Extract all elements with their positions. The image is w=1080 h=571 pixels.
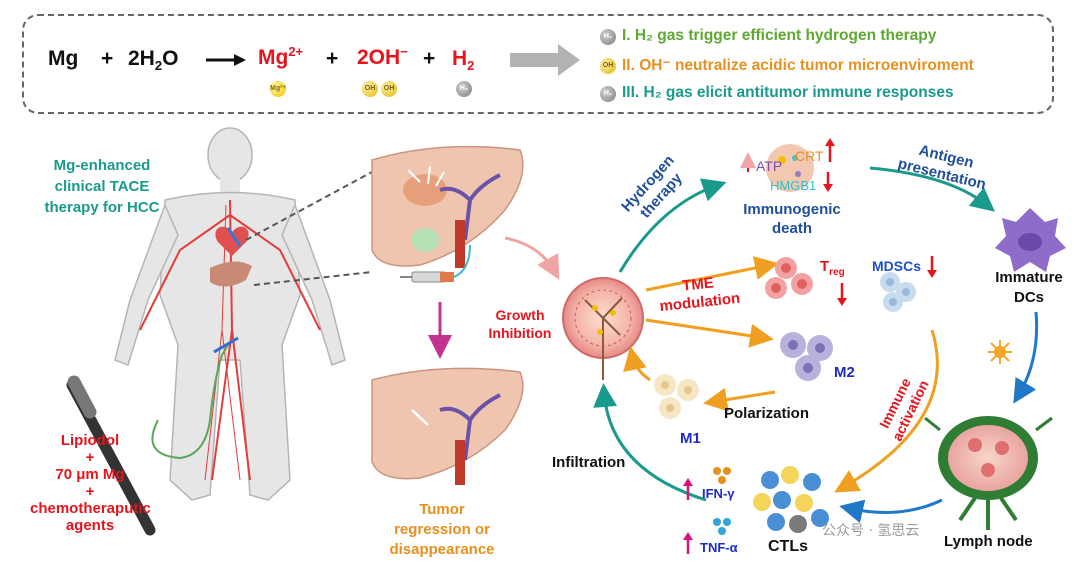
magnesium-ion-icon: Mg²⁺ — [270, 81, 286, 97]
eq-hydroxide: 2OH− — [357, 44, 408, 69]
tnf-up-arrow — [683, 532, 693, 554]
eq-water: 2H2O — [128, 47, 179, 74]
eq-mg: Mg — [48, 47, 79, 70]
hydrogen-molecule-icon: H₂ — [456, 81, 472, 97]
treg-label: Treg — [820, 258, 845, 278]
benefit-immune-response: III. H₂ gas elicit antitumor immune resp… — [622, 84, 954, 101]
hydroxide-ion-icon: OH — [362, 81, 378, 97]
heart-icon — [215, 226, 249, 256]
equation-box — [22, 14, 1054, 114]
mdscs-label: MDSCs — [872, 258, 922, 274]
immunogenic-death-label: Immunogenic death — [743, 201, 841, 237]
immunogenic-death-cell — [766, 144, 814, 192]
dc-to-lymph-arrow — [1013, 311, 1039, 404]
polarization-label: Polarization — [724, 405, 810, 422]
treg-down-arrow — [837, 283, 847, 306]
liver-treated-icon — [371, 145, 524, 268]
crt-label: CRT — [795, 148, 824, 164]
ifn-gamma-icon — [713, 467, 731, 484]
zoom-lines — [245, 171, 373, 286]
eq-plus-2: + — [326, 47, 339, 70]
m1-to-tumor-arrow — [623, 346, 651, 382]
immature-dcs-label: Immature DCs — [995, 269, 1063, 306]
mdscs-down-arrow — [927, 256, 937, 278]
m2-macrophage-cells — [780, 332, 833, 381]
tumor-icon — [562, 277, 644, 380]
lymph-node-icon — [924, 416, 1053, 530]
body-liver-icon — [210, 261, 252, 287]
m1-label: M1 — [680, 430, 701, 447]
mdsc-cells — [880, 272, 916, 312]
human-body-figure — [114, 127, 346, 501]
ctls-label: CTLs — [768, 538, 808, 555]
ifn-up-arrow — [683, 478, 693, 500]
lymph-node-label: Lymph node — [944, 533, 1033, 550]
eq-mg-ion: Mg2+ — [258, 44, 304, 69]
m2-label: M2 — [834, 364, 855, 381]
hmgb1-label: HMGB1 — [770, 178, 817, 193]
eq-h2: H2 — [452, 47, 475, 74]
crt-up-arrow — [825, 138, 835, 162]
benefit-hydrogen-therapy: I. H₂ gas trigger efficient hydrogen the… — [622, 27, 937, 44]
immature-dc-cell — [995, 208, 1066, 272]
tnf-alpha-label: TNF-α — [700, 540, 738, 555]
syringe-icon — [400, 244, 471, 283]
infiltration-arrow — [593, 383, 707, 502]
catheter — [66, 336, 239, 536]
mature-dc-icon — [988, 340, 1012, 364]
watermark: 公众号 · 氢思云 — [822, 523, 920, 539]
m1-macrophage-cells — [654, 374, 699, 419]
liver-to-tumor-arrow — [504, 236, 560, 280]
eq-plus-1: + — [101, 47, 114, 70]
hydrogen-molecule-icon: H₂ — [600, 29, 616, 45]
benefit-neutralize-acidity: II. OH⁻ neutralize acidic tumor microenv… — [622, 57, 974, 74]
tme-to-treg-arrow — [645, 256, 779, 292]
atp-label: ATP — [756, 158, 783, 174]
therapy-title: Mg-enhanced clinical TACE therapy for HC… — [44, 157, 160, 216]
injection-composition: Lipiodol + 70 μm Mg + chemotheraputic ag… — [30, 432, 151, 534]
hydrogen-molecule-icon: H₂ — [600, 86, 616, 102]
hydrogen-therapy-arrow — [618, 178, 727, 273]
treg-cells — [765, 257, 813, 299]
tme-to-m2-arrow — [645, 318, 774, 348]
ctl-cells — [753, 466, 829, 533]
liver-regressed-icon — [371, 367, 524, 485]
hydroxide-ion-icon: OH — [600, 58, 616, 74]
polarization-arrow — [703, 387, 776, 412]
ifn-gamma-label: IFN-γ — [702, 486, 735, 501]
tumor-regression-label: Tumor regression or disappearance — [389, 501, 495, 558]
hmgb1-down-arrow — [823, 172, 833, 192]
tnf-alpha-icon — [713, 518, 731, 535]
hydroxide-ion-icon: OH — [381, 81, 397, 97]
immune-activation-arrow — [834, 329, 939, 493]
growth-inhibition-label: Growth Inhibition — [488, 307, 552, 341]
lymph-to-ctl-arrow — [839, 498, 943, 524]
eq-plus-3: + — [423, 47, 436, 70]
infiltration-label: Infiltration — [552, 454, 626, 471]
antigen-presentation-arrow — [869, 166, 995, 212]
